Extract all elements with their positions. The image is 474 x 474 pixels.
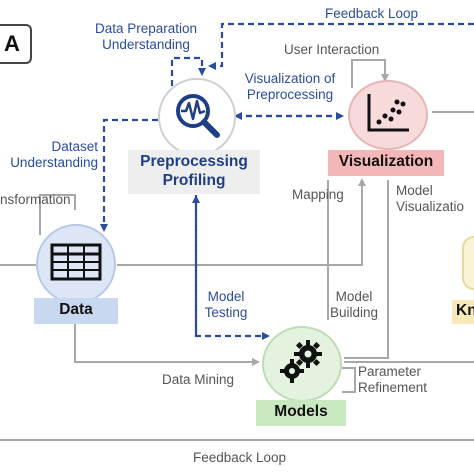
- visualization-tag: Visualization: [328, 150, 444, 176]
- model-testing-label: Model Testing: [198, 289, 254, 321]
- vis-prep-line2: Preprocessing: [246, 87, 334, 102]
- model-testing-line2: Testing: [204, 305, 248, 320]
- models-tag: Models: [256, 400, 346, 426]
- model-building-line1: Model: [335, 289, 373, 304]
- dataset-line2: Understanding: [10, 155, 98, 170]
- vis-prep-line1: Visualization of: [244, 71, 336, 86]
- edge-data-preparation: [170, 56, 206, 86]
- model-vis-line2: Visualizatio: [396, 199, 465, 214]
- knowledge-tag: Kn: [452, 300, 474, 324]
- param-line1: Parameter: [358, 364, 422, 379]
- model-building-label: Model Building: [324, 289, 384, 321]
- preprocessing-label-2: Profiling: [162, 172, 226, 189]
- data-mining-label: Data Mining: [162, 372, 235, 387]
- visualization-of-preprocessing-label: Visualization of Preprocessing: [236, 71, 344, 103]
- table-grid-icon: [50, 243, 102, 286]
- data-preparation-line1: Data Preparation: [94, 21, 198, 36]
- param-line2: Refinement: [358, 380, 428, 395]
- scatter-plot-icon: [365, 92, 411, 139]
- waveform-magnifier-icon: [171, 89, 223, 146]
- edge-mapping: [117, 178, 366, 266]
- feedback-loop-top-label: Feedback Loop: [325, 6, 419, 21]
- data-tag: Data: [34, 298, 118, 324]
- model-building-line2: Building: [329, 305, 379, 320]
- data-node[interactable]: [36, 224, 116, 304]
- preprocessing-label-1: Preprocessing: [140, 153, 248, 170]
- data-preparation-line2: Understanding: [102, 37, 190, 52]
- feedback-loop-bottom-label: Feedback Loop: [193, 450, 287, 465]
- model-testing-line1: Model: [207, 289, 245, 304]
- knowledge-node[interactable]: [462, 236, 474, 290]
- preprocessing-tag: Preprocessing Profiling: [128, 150, 260, 194]
- mapping-label: Mapping: [292, 187, 344, 202]
- model-vis-line1: Model: [396, 183, 433, 198]
- visualization-node[interactable]: [348, 80, 428, 150]
- preprocessing-node[interactable]: [158, 78, 236, 156]
- edge-parameter-loop: [342, 367, 356, 393]
- model-visualization-label: Model Visualizatio: [396, 183, 464, 215]
- gears-icon: [277, 337, 327, 392]
- transformation-label: nsformation: [0, 192, 71, 207]
- edge-transformation-loop: [39, 194, 76, 235]
- data-preparation-label: Data Preparation Understanding: [76, 21, 216, 53]
- edge-feedback-top: [208, 22, 474, 70]
- edge-user-interaction-loop: [351, 59, 389, 88]
- parameter-refinement-label: Parameter Refinement: [358, 364, 427, 396]
- dataset-line1: Dataset: [51, 139, 98, 154]
- user-interaction-label: User Interaction: [284, 42, 380, 57]
- edge-data-mining: [74, 324, 260, 366]
- edge-model-visualization: [344, 180, 389, 359]
- edge-dataset-understanding: [100, 118, 158, 232]
- dataset-understanding-label: Dataset Understanding: [0, 139, 98, 171]
- models-node[interactable]: [262, 326, 342, 402]
- panel-letter: A: [0, 24, 32, 64]
